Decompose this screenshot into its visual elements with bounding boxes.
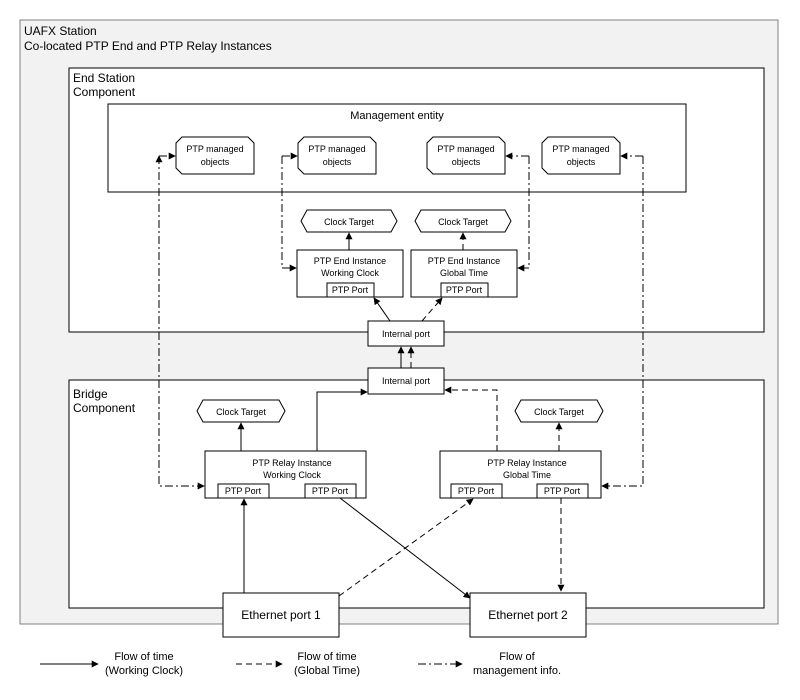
clock-target-end-working: Clock Target [300,209,398,233]
flow-internal-to-end-wc [373,297,391,322]
instance-label-line1: PTP End Instance [428,256,500,266]
ptp-port-box [217,483,270,499]
clock-target-label: Clock Target [534,407,584,417]
internal-port-bridge: Internal port [367,367,445,395]
internal-port-label: Internal port [382,376,431,386]
managed-object-label-line1: PTP managed [437,144,494,154]
ptp-port-label: PTP Port [458,486,495,496]
ptp-port-label: PTP Port [544,486,581,496]
ethernet-port-label: Ethernet port 2 [488,608,568,622]
clock-target-bridge-global: Clock Target [514,399,604,423]
ethernet-port-label: Ethernet port 1 [241,608,321,622]
end-station-title-line1: End Station [73,71,135,85]
ptp-relay-instance-global-time: PTP Relay Instance Global Time PTP Port … [439,450,602,499]
managed-object-4: PTP managed objects [541,136,621,175]
ethernet-port-2: Ethernet port 2 [469,592,587,638]
clock-target-label: Clock Target [216,407,266,417]
flow-relay-wc-to-internal-port [316,388,368,451]
legend-working-clock-line2: (Working Clock) [105,665,183,677]
clock-target-end-global: Clock Target [414,209,512,233]
station-subtitle: Co-located PTP End and PTP Relay Instanc… [24,39,272,53]
ethernet-port-1: Ethernet port 1 [222,592,340,638]
ptp-port-label: PTP Port [446,285,483,295]
ptp-end-instance-global-time: PTP End Instance Global Time PTP Port [410,249,518,298]
managed-object-3: PTP managed objects [426,136,506,175]
mgmt-flow-end-gt [517,156,530,272]
bridge-title-line1: Bridge [73,387,108,401]
relay-label-line2: Working Clock [263,470,321,480]
relay-label-line2: Global Time [503,470,551,480]
bridge-title-line2: Component [73,401,136,415]
mgmt-flow-end-wc [281,156,297,272]
clock-target-label: Clock Target [324,217,374,227]
flow-eth1-to-relay-gt-port [338,498,474,597]
mgmt-flow-relay-gt [601,156,644,490]
ptp-port-box [536,483,589,499]
end-station-title-line2: Component [73,85,136,99]
ptp-port-box [440,282,489,298]
managed-object-2: PTP managed objects [297,136,377,175]
legend: Flow of time (Working Clock) Flow of tim… [40,651,561,677]
ptp-port-box [326,282,375,298]
legend-management-line1: Flow of [499,651,535,663]
managed-object-label-line2: objects [201,157,230,167]
instance-label-line2: Working Clock [321,268,379,278]
managed-object-1: PTP managed objects [175,136,255,175]
internal-port-label: Internal port [382,329,431,339]
ptp-end-instance-working-clock: PTP End Instance Working Clock PTP Port [296,249,404,298]
clock-target-label: Clock Target [438,217,488,227]
ptp-port-label: PTP Port [312,486,349,496]
relay-label-line1: PTP Relay Instance [252,458,331,468]
managed-object-label-line2: objects [452,157,481,167]
legend-global-time-line2: (Global Time) [294,665,360,677]
ptp-port-box [304,483,357,499]
ptp-port-box [450,483,503,499]
managed-object-label-line1: PTP managed [186,144,243,154]
ptp-port-label: PTP Port [225,486,262,496]
mgmt-flow-relay-wc [155,155,205,490]
legend-working-clock-line1: Flow of time [114,651,173,663]
bridge-component-box [68,379,765,609]
station-title: UAFX Station [24,24,97,38]
managed-object-label-line2: objects [567,157,596,167]
managed-object-label-line1: PTP managed [308,144,365,154]
clock-target-bridge-working: Clock Target [196,399,286,423]
management-entity-title: Management entity [350,110,444,122]
flow-relay-gt-to-internal-port [444,386,498,451]
ptp-relay-instance-working-clock: PTP Relay Instance Working Clock PTP Por… [204,450,367,499]
ptp-port-label: PTP Port [332,285,369,295]
legend-global-time-line1: Flow of time [297,651,356,663]
instance-label-line1: PTP End Instance [314,256,386,266]
relay-label-line1: PTP Relay Instance [487,458,566,468]
managed-object-label-line2: objects [323,157,352,167]
flow-internal-to-end-gt [421,297,443,322]
internal-port-end-station: Internal port [367,320,445,347]
legend-management-line2: management info. [473,665,561,677]
instance-label-line2: Global Time [440,268,488,278]
managed-object-label-line1: PTP managed [552,144,609,154]
